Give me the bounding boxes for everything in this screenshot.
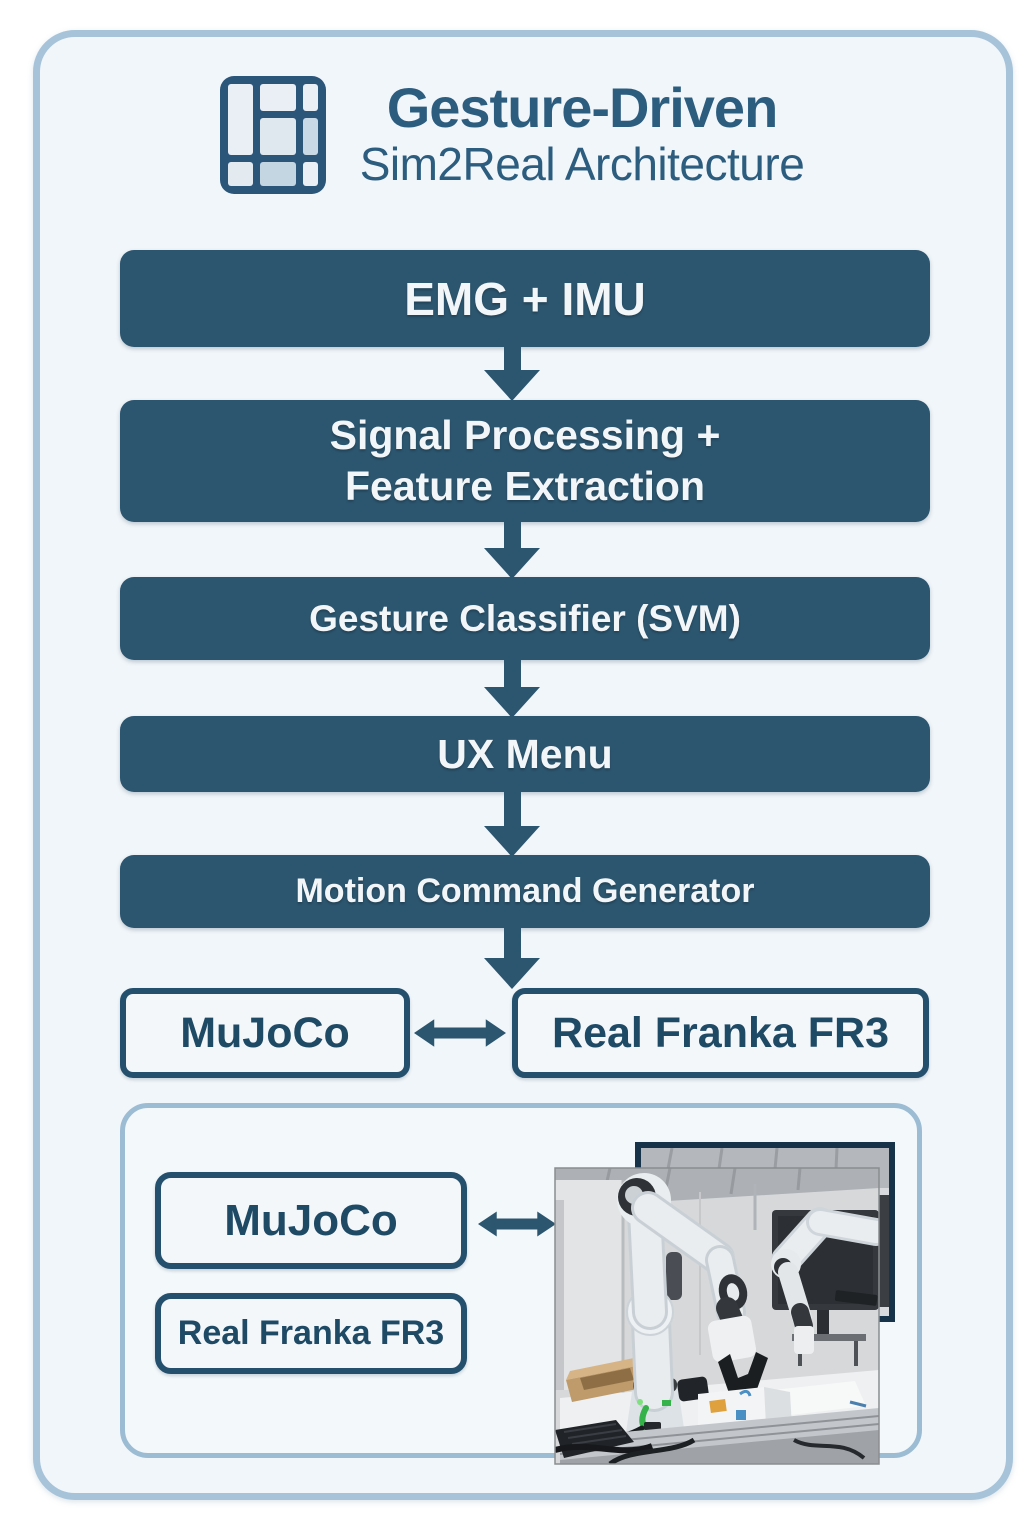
keyboard-and-cables (555, 1420, 866, 1464)
flow-node-mujoco: MuJoCo (120, 988, 410, 1078)
logo-cell (227, 162, 253, 186)
title-line-2: Sim2Real Architecture (359, 137, 805, 190)
flow-node-motion-command-generator: Motion Command Generator (120, 855, 930, 928)
flow-node-real-franka-fr3: Real Franka FR3 (512, 988, 929, 1078)
down-arrow-icon (484, 789, 540, 857)
logo-cell (259, 162, 296, 186)
flow-node-ux-menu: UX Menu (120, 716, 930, 792)
flow-node-gesture-classifier: Gesture Classifier (SVM) (120, 577, 930, 660)
logo-cell (302, 84, 318, 111)
down-arrow-icon (484, 344, 540, 401)
down-arrow-icon (484, 519, 540, 579)
franka-robot-lab-photo (550, 1140, 898, 1466)
down-arrow-icon (484, 925, 540, 989)
double-headed-arrow-icon (414, 1019, 506, 1047)
mosaic-grid-icon (219, 76, 326, 194)
flow-node-signal-processing: Signal Processing + Feature Extraction (120, 400, 930, 522)
page-title: Gesture-Driven Sim2Real Architecture (359, 76, 805, 191)
panel-node-real-franka-fr3: Real Franka FR3 (155, 1293, 467, 1374)
logo-cell (302, 117, 318, 156)
flow-node-emg-imu: EMG + IMU (120, 250, 930, 347)
robot-arm-background (771, 1207, 879, 1354)
logo-cell (227, 84, 253, 156)
header: Gesture-Driven Sim2Real Architecture (0, 76, 1024, 194)
down-arrow-icon (484, 657, 540, 718)
robot-arm-foreground (585, 1173, 768, 1453)
robot-lab-scene (554, 1142, 895, 1465)
cardboard-box (566, 1358, 642, 1402)
panel-node-mujoco: MuJoCo (155, 1172, 467, 1269)
logo-cell (259, 117, 296, 156)
title-line-1: Gesture-Driven (386, 76, 779, 140)
double-headed-arrow-icon (478, 1211, 556, 1237)
logo-cell (302, 162, 318, 186)
logo-cell (259, 84, 296, 111)
